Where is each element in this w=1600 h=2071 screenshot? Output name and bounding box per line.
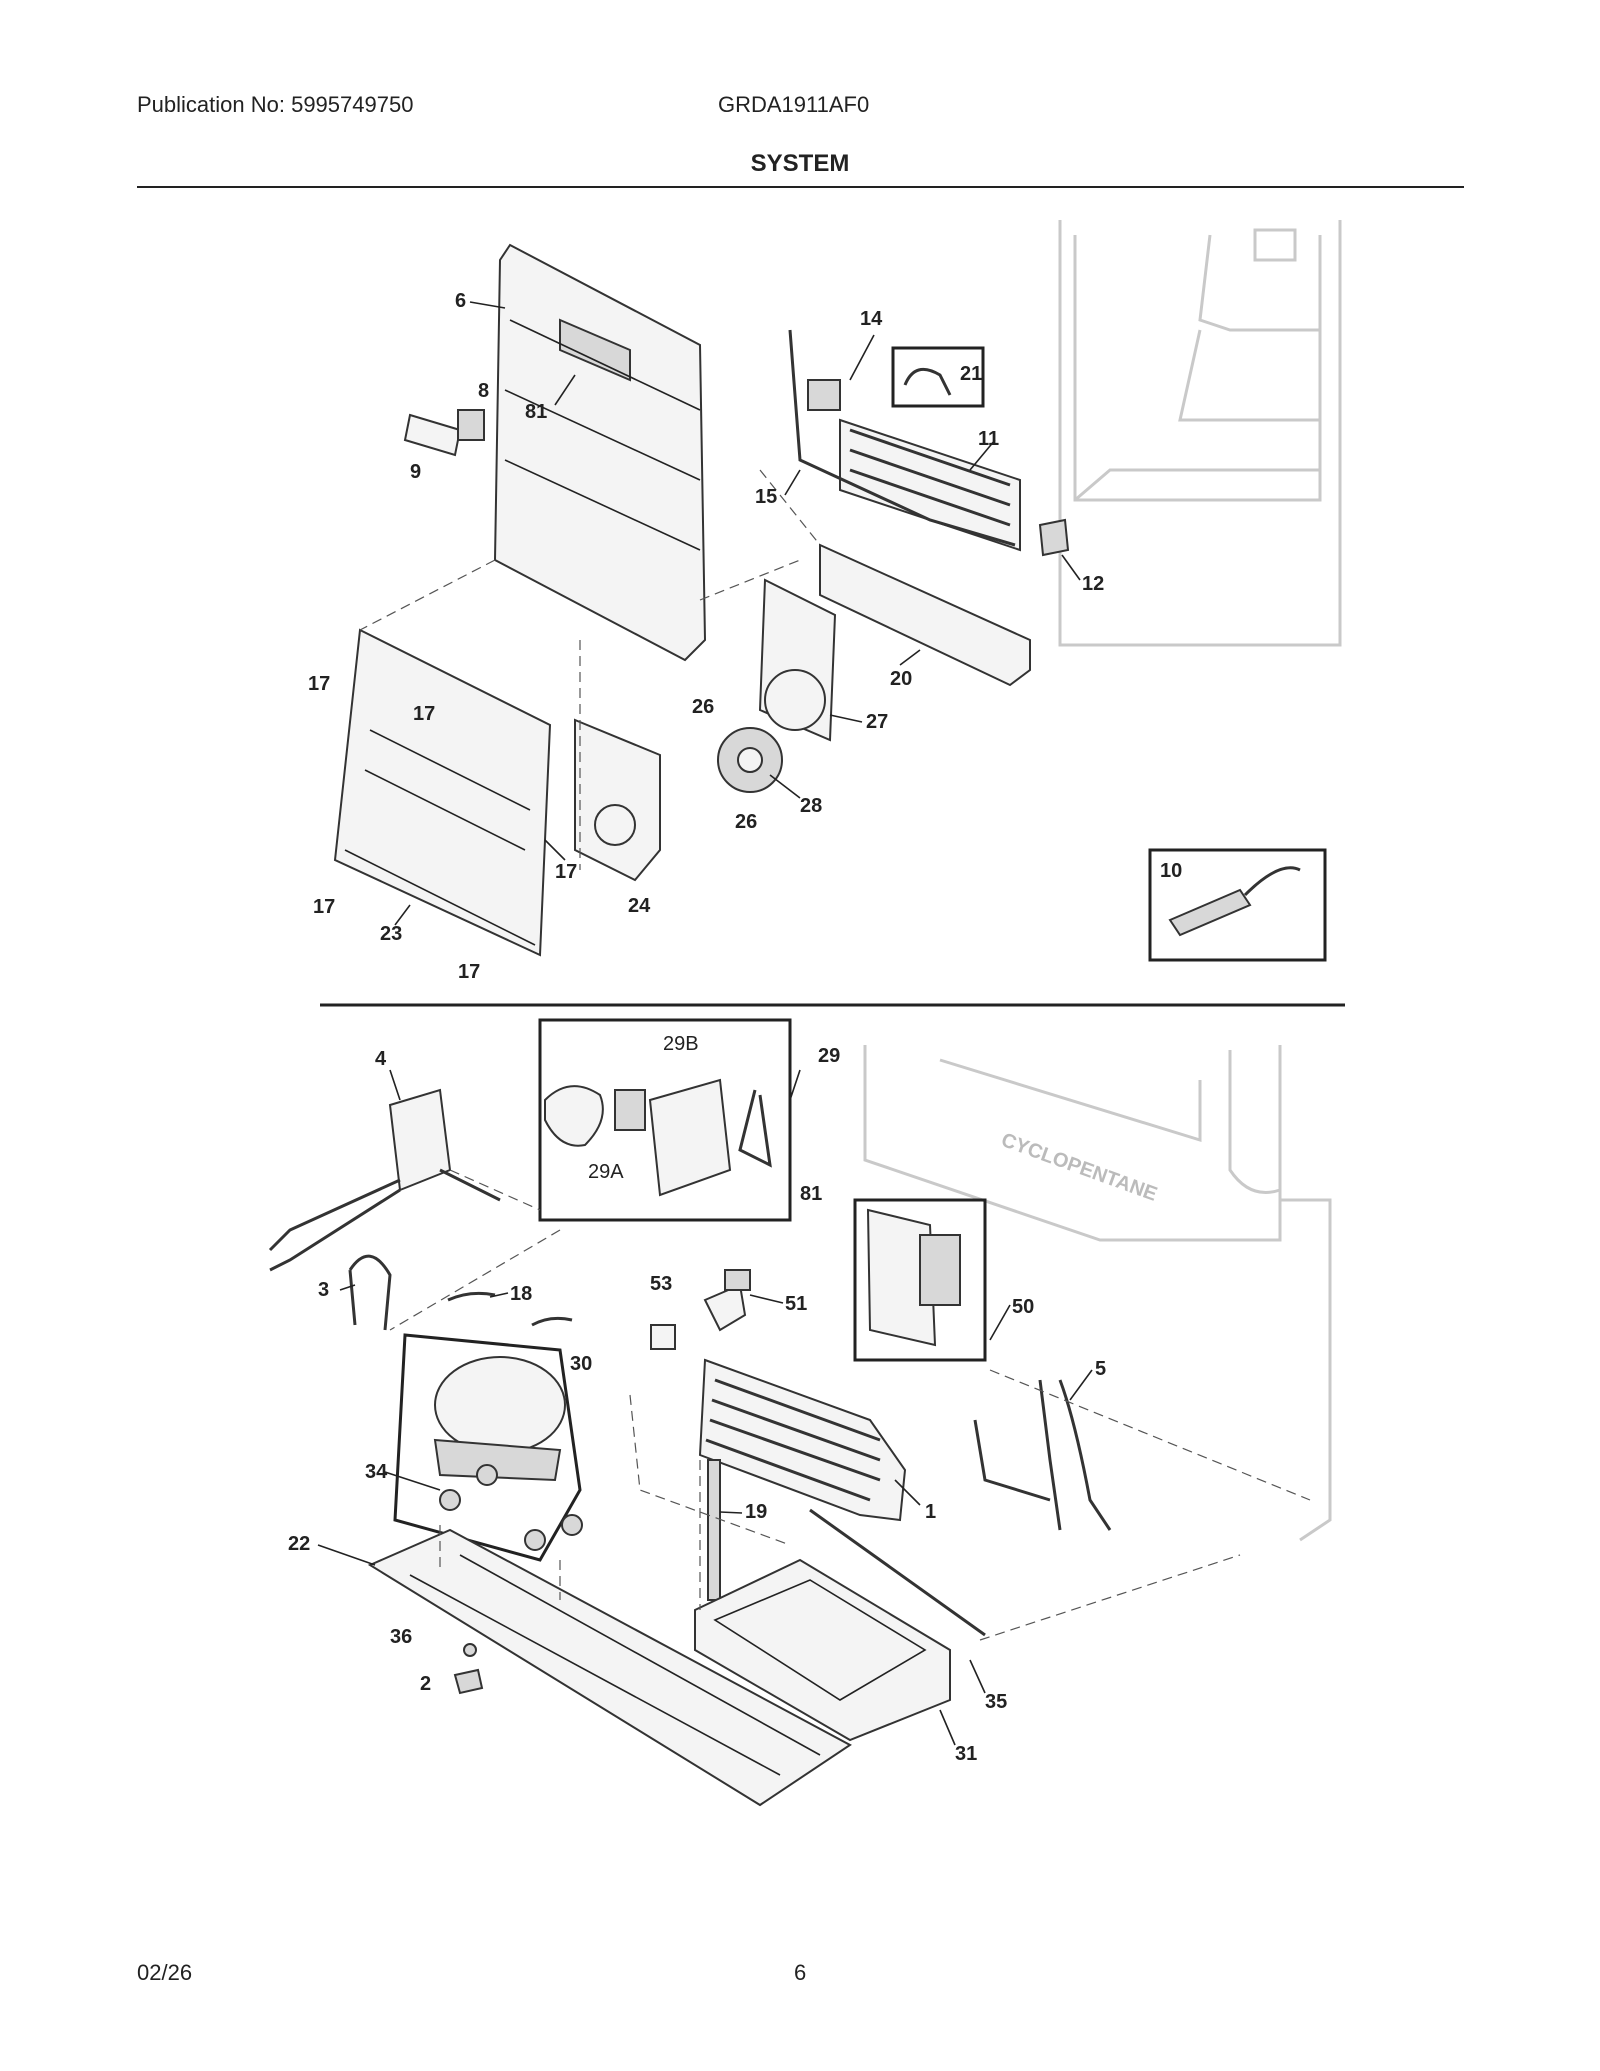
model-number: GRDA1911AF0	[718, 92, 870, 117]
callout-35: 35	[985, 1691, 1007, 1713]
callout-31: 31	[955, 1743, 977, 1765]
bracket-part	[891, 346, 985, 408]
terminal-block	[1038, 518, 1070, 557]
mounting-screw	[463, 1643, 477, 1657]
callout-27: 27	[866, 711, 888, 733]
cabinet-interior-ghost	[1058, 220, 1342, 647]
callout-26-a: 26	[692, 696, 714, 718]
assembly-guides-lower	[389, 1169, 1311, 1641]
callout-53: 53	[650, 1273, 672, 1295]
callout-20: 20	[890, 668, 912, 690]
callout-19: 19	[745, 1501, 767, 1523]
air-baffle	[574, 718, 661, 882]
callout-24: 24	[628, 895, 651, 917]
callout-29: 29	[818, 1045, 840, 1067]
callout-11: 11	[978, 428, 999, 450]
publication-number: Publication No: 5995749750	[137, 92, 414, 117]
evaporator-cover	[493, 243, 707, 662]
callout-17-b: 17	[413, 703, 435, 725]
callout-12: 12	[1082, 573, 1104, 595]
main-control-board	[853, 1198, 987, 1362]
compressor	[393, 1333, 583, 1562]
evaporator-coil	[788, 329, 1021, 552]
callout-26-b: 26	[735, 811, 757, 833]
drain-trough	[819, 543, 1031, 687]
callout-51: 51	[785, 1293, 807, 1315]
callout-17-c: 17	[555, 861, 577, 883]
fan-shroud	[758, 578, 837, 742]
drain-pan	[694, 1558, 951, 1742]
page-title: SYSTEM	[750, 150, 850, 177]
callout-9: 9	[410, 461, 421, 483]
callout-15: 15	[755, 486, 777, 508]
callout-6: 6	[455, 290, 466, 312]
light-lens	[403, 413, 462, 457]
callout-17-e: 17	[458, 961, 480, 983]
callout-10: 10	[1160, 860, 1182, 882]
callout-23: 23	[380, 923, 402, 945]
light-socket	[457, 409, 485, 441]
callout-81-b: 81	[800, 1183, 822, 1205]
filter-dryer	[703, 1269, 751, 1332]
drain-tube	[348, 1254, 392, 1331]
callout-30: 30	[570, 1353, 592, 1375]
callout-3: 3	[318, 1279, 329, 1301]
header-divider	[137, 186, 1464, 188]
callout-2: 2	[420, 1673, 431, 1695]
defrost-heater-coil	[707, 1459, 721, 1601]
callout-22: 22	[288, 1533, 310, 1555]
compressor-base-plate	[367, 1528, 852, 1807]
cabinet-label: CYCLOPENTANE	[998, 1129, 1160, 1206]
callout-1: 1	[925, 1501, 936, 1523]
evaporator-fan	[717, 727, 783, 793]
callout-8: 8	[478, 380, 489, 402]
callout-17-a: 17	[308, 673, 330, 695]
callout-5: 5	[1095, 1358, 1106, 1380]
callout-14: 14	[860, 308, 883, 330]
mounting-clip	[453, 1668, 484, 1695]
callout-81: 81	[525, 401, 547, 423]
assembly-guides-upper	[359, 469, 821, 870]
sensor-part	[650, 1324, 676, 1350]
callout-28: 28	[800, 795, 822, 817]
control-box	[268, 1088, 501, 1272]
callout-17-d: 17	[313, 896, 335, 918]
callout-leader-lines	[317, 301, 1093, 1746]
footer-date: 02/26	[137, 1960, 193, 1985]
callout-34: 34	[365, 1461, 388, 1483]
condenser-fan-inset	[538, 1018, 792, 1222]
footer-page-number: 6	[794, 1960, 807, 1985]
clamps	[447, 1291, 573, 1327]
defrost-thermostat	[807, 379, 841, 411]
callout-29b: 29B	[663, 1033, 699, 1055]
drain-pan-strip	[809, 1508, 986, 1637]
callout-4: 4	[375, 1048, 387, 1070]
heater-inset	[1148, 848, 1327, 962]
rear-panel	[333, 628, 552, 957]
callout-29a: 29A	[588, 1161, 624, 1183]
condenser-coil	[698, 1358, 907, 1522]
callout-21: 21	[960, 363, 982, 385]
callout-18: 18	[510, 1283, 532, 1305]
callout-50: 50	[1012, 1296, 1034, 1318]
callout-36: 36	[390, 1626, 412, 1648]
wire-harness	[973, 1379, 1112, 1531]
